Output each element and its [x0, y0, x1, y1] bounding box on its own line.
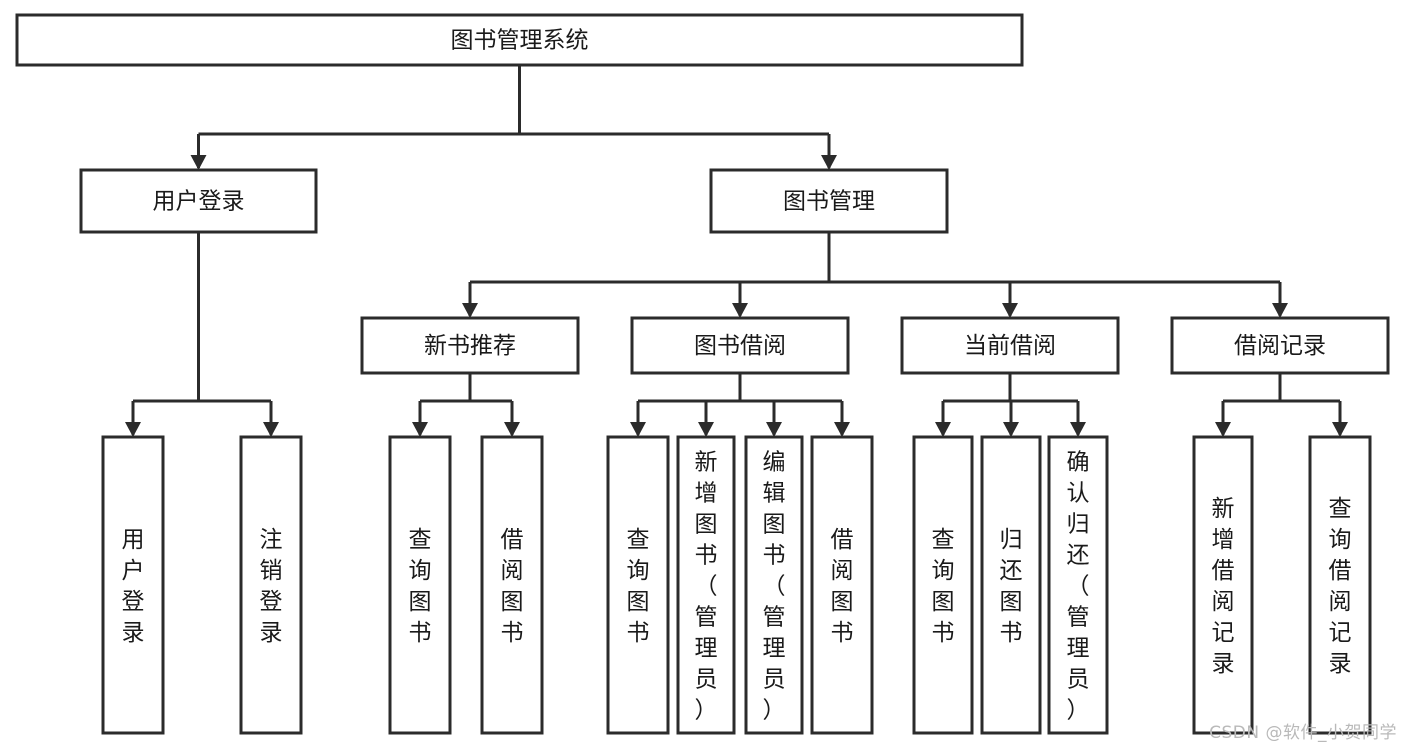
arrow-head: [821, 155, 837, 170]
arrow-head: [698, 422, 714, 437]
node-label-leaf-user-logout: 注销登录: [260, 527, 283, 646]
node-label-leaf-query-book-2: 查询图书: [627, 527, 650, 646]
node-label-leaf-edit-book: 编辑图书（管理员）: [763, 450, 786, 724]
node-current-borrow[interactable]: 当前借阅: [900, 316, 1120, 375]
arrow-head: [630, 422, 646, 437]
edge-group-user-login: [125, 232, 279, 437]
arrow-head: [1002, 303, 1018, 318]
node-book-manage[interactable]: 图书管理: [709, 168, 949, 234]
node-leaf-add-record[interactable]: 新增借阅记录: [1192, 435, 1254, 735]
arrow-head: [125, 422, 141, 437]
node-label-borrow-record: 借阅记录: [1234, 333, 1326, 359]
node-box-leaf-query-record: [1308, 435, 1372, 735]
node-label-leaf-confirm-return: 确认归还（管理员）: [1067, 450, 1090, 724]
node-leaf-user-login[interactable]: 用户登录: [101, 435, 165, 735]
node-label-leaf-query-record: 查询借阅记录: [1329, 496, 1352, 677]
edge-layer: [125, 65, 1348, 437]
node-box-leaf-query-book-1: [388, 435, 452, 735]
node-box-leaf-user-login: [101, 435, 165, 735]
node-label-root: 图书管理系统: [451, 28, 589, 54]
node-leaf-return-book[interactable]: 归还图书: [980, 435, 1042, 735]
arrow-head: [504, 422, 520, 437]
node-book-borrow[interactable]: 图书借阅: [630, 316, 850, 375]
arrow-head: [732, 303, 748, 318]
node-box-leaf-borrow-book-2: [810, 435, 874, 735]
node-box-leaf-query-book-3: [912, 435, 974, 735]
node-box-root: [15, 13, 1024, 67]
node-label-leaf-borrow-book-2: 借阅图书: [831, 527, 854, 646]
arrow-head: [1003, 422, 1019, 437]
node-label-book-manage: 图书管理: [783, 189, 875, 215]
node-leaf-add-book[interactable]: 新增图书（管理员）: [676, 435, 736, 735]
watermark-credit: CSDN @软件_小贺同学: [1209, 723, 1397, 743]
node-root[interactable]: 图书管理系统: [15, 13, 1024, 67]
node-label-book-borrow: 图书借阅: [694, 333, 786, 359]
node-label-current-borrow: 当前借阅: [964, 333, 1056, 359]
edge-group-root: [190, 65, 837, 170]
edge-group-borrow-record: [1215, 373, 1348, 437]
node-leaf-borrow-book-1[interactable]: 借阅图书: [480, 435, 544, 735]
arrow-head: [412, 422, 428, 437]
arrow-head: [935, 422, 951, 437]
node-box-leaf-add-record: [1192, 435, 1254, 735]
node-label-leaf-query-book-3: 查询图书: [932, 527, 955, 646]
node-leaf-query-book-3[interactable]: 查询图书: [912, 435, 974, 735]
node-box-leaf-user-logout: [239, 435, 303, 735]
node-box-book-manage: [709, 168, 949, 234]
arrow-head: [1070, 422, 1086, 437]
edge-group-book-manage: [462, 232, 1288, 318]
arrow-head: [263, 422, 279, 437]
node-box-leaf-query-book-2: [606, 435, 670, 735]
node-label-leaf-user-login: 用户登录: [122, 527, 145, 646]
node-box-borrow-record: [1170, 316, 1390, 375]
edge-group-current-borrow: [935, 373, 1086, 437]
node-label-user-login: 用户登录: [153, 189, 245, 215]
node-label-leaf-add-book: 新增图书（管理员）: [695, 450, 718, 724]
node-box-new-book-rec: [360, 316, 580, 375]
node-box-user-login: [79, 168, 318, 234]
node-new-book-rec[interactable]: 新书推荐: [360, 316, 580, 375]
node-label-leaf-query-book-1: 查询图书: [409, 527, 432, 646]
arrow-head: [1272, 303, 1288, 318]
node-label-leaf-add-record: 新增借阅记录: [1212, 496, 1235, 677]
node-label-new-book-rec: 新书推荐: [424, 333, 516, 359]
node-box-current-borrow: [900, 316, 1120, 375]
node-borrow-record[interactable]: 借阅记录: [1170, 316, 1390, 375]
node-user-login[interactable]: 用户登录: [79, 168, 318, 234]
arrow-head: [190, 155, 207, 170]
node-leaf-user-logout[interactable]: 注销登录: [239, 435, 303, 735]
node-box-book-borrow: [630, 316, 850, 375]
node-leaf-edit-book[interactable]: 编辑图书（管理员）: [744, 435, 804, 735]
node-box-leaf-add-book: [676, 435, 736, 735]
node-box-leaf-borrow-book-1: [480, 435, 544, 735]
arrow-head: [1215, 422, 1231, 437]
arrow-head: [462, 303, 478, 318]
edge-group-new-book-rec: [412, 373, 520, 437]
arrow-head: [834, 422, 850, 437]
node-label-leaf-borrow-book-1: 借阅图书: [501, 527, 524, 646]
node-layer: 图书管理系统用户登录图书管理新书推荐图书借阅当前借阅借阅记录用户登录注销登录查询…: [15, 13, 1390, 735]
node-leaf-query-record[interactable]: 查询借阅记录: [1308, 435, 1372, 735]
arrow-head: [766, 422, 782, 437]
node-box-leaf-return-book: [980, 435, 1042, 735]
node-label-leaf-return-book: 归还图书: [1000, 527, 1023, 646]
edge-group-book-borrow: [630, 373, 850, 437]
node-leaf-query-book-2[interactable]: 查询图书: [606, 435, 670, 735]
node-leaf-borrow-book-2[interactable]: 借阅图书: [810, 435, 874, 735]
node-leaf-confirm-return[interactable]: 确认归还（管理员）: [1047, 435, 1109, 735]
node-leaf-query-book-1[interactable]: 查询图书: [388, 435, 452, 735]
arrow-head: [1332, 422, 1348, 437]
node-box-leaf-confirm-return: [1047, 435, 1109, 735]
node-box-leaf-edit-book: [744, 435, 804, 735]
